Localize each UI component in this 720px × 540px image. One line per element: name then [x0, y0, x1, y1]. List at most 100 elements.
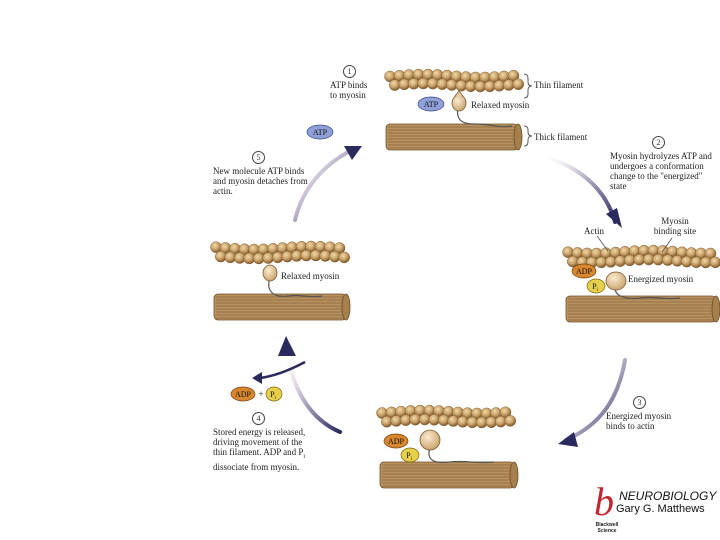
adp-molecule-released [230, 386, 256, 402]
thick-filament-body [379, 461, 515, 489]
atp-molecule-step5 [306, 124, 334, 140]
binding-site-pointer-line [661, 237, 673, 253]
step-4-caption: Stored energy is released, driving movem… [213, 427, 305, 472]
arrow-head-step5 [344, 146, 362, 160]
step-3-number: 3 [633, 396, 646, 409]
step-3-line-2: binds to actin [606, 421, 655, 431]
step-1-number: 1 [343, 65, 356, 78]
atp-molecule-top [417, 96, 445, 112]
step-1-caption: ATP binds to myosin [330, 80, 367, 100]
right-thin-filament [562, 244, 720, 269]
step-2-number: 2 [652, 136, 665, 149]
top-myosin-tail [456, 107, 513, 128]
thick-filament-label: Thick filament [534, 132, 588, 142]
relaxed-myosin-label-top: Relaxed myosin [471, 100, 530, 110]
actin-pointer-line [596, 235, 609, 252]
step-2-caption: Myosin hydrolyzes ATP and undergoes a co… [610, 151, 720, 191]
top-myosin-head-stem [454, 90, 464, 97]
arrow-step4-to-step5 [293, 148, 354, 222]
arrow-head-step3 [558, 432, 578, 447]
relaxed-myosin-label-left: Relaxed myosin [281, 271, 340, 281]
arrow-release-products [259, 360, 306, 380]
top-thin-filament [384, 68, 524, 93]
thick-filament-end [711, 295, 720, 323]
actin-bead [504, 415, 516, 427]
step-3-caption: Energized myosin binds to actin [606, 411, 671, 431]
atp-label-top: ATP [424, 100, 439, 109]
arrow-step1-to-step2 [536, 153, 617, 224]
top-thick-filament [385, 123, 523, 151]
thin-filament-label: Thin filament [534, 80, 584, 90]
step-5-line-3: actin. [213, 186, 233, 196]
step-3-line-1: Energized myosin [606, 411, 672, 421]
step-1-line-1: ATP binds [330, 80, 368, 90]
bottom-myosin-tail [428, 447, 495, 464]
actin-bead [704, 247, 717, 260]
step-4-line-4: dissociate from myosin. [213, 461, 300, 472]
publisher-name: Blackwell Science [592, 522, 622, 534]
step-2-line-1: Myosin hydrolyzes ATP and [610, 151, 712, 161]
right-myosin-tail [614, 281, 681, 300]
step-2-line-3: change to the "energized" state [610, 171, 703, 191]
adp-label-right: ADP [576, 267, 593, 276]
adp-molecule-bottom [383, 433, 409, 449]
actin-label: Actin [584, 226, 604, 236]
bottom-myosin-head [419, 429, 441, 451]
energized-myosin-label: Energized myosin [628, 274, 694, 284]
book-title: NEUROBIOLOGY [619, 489, 717, 503]
left-thick-filament [213, 293, 351, 321]
arrow-step3-to-step4 [284, 344, 342, 434]
step-4-line-1: Stored energy is released, [213, 427, 306, 437]
right-myosin-head [605, 271, 627, 291]
thick-filament-body [385, 123, 519, 151]
arrow-head-step4 [278, 336, 296, 356]
step-4-number: 4 [252, 412, 265, 425]
thin-filament-bracket [523, 73, 533, 99]
pi-molecule-right [586, 278, 606, 294]
pi-label-bottom: Pi [406, 451, 412, 462]
publisher-line-2: Science [597, 528, 617, 534]
actin-bead [512, 78, 524, 91]
plus-sign: + [258, 389, 263, 399]
atp-label-step5: ATP [313, 128, 328, 137]
thick-filament-end [341, 293, 351, 321]
publisher-line-1: Blackwell [595, 522, 619, 528]
pi-molecule-bottom [400, 447, 420, 463]
step-5-line-1: New molecule ATP binds [213, 166, 305, 176]
adp-label-released: ADP [235, 390, 252, 399]
binding-site-line-1: Myosin [661, 216, 689, 226]
publisher-logo-letter: b [594, 479, 614, 524]
left-myosin-tail [268, 277, 323, 298]
thick-filament-end [509, 461, 519, 489]
step-1-line-2: to myosin [330, 90, 366, 100]
thick-filament-bracket [523, 125, 533, 147]
adp-molecule-right [571, 263, 597, 279]
actin-bead [709, 256, 720, 269]
arrow-head-step2 [606, 208, 622, 228]
pi-label-released: Pi [270, 390, 276, 401]
step-5-caption: New molecule ATP binds and myosin detach… [213, 166, 308, 196]
bottom-thick-filament [379, 461, 519, 489]
adp-label-bottom: ADP [388, 437, 405, 446]
step-5-line-2: and myosin detaches from [213, 176, 308, 186]
thick-filament-body [213, 293, 347, 321]
step-4-line-2: driving movement of the [213, 437, 303, 447]
myosin-binding-site-label: Myosin binding site [645, 216, 705, 236]
left-thin-filament [210, 240, 350, 265]
thick-filament-end [513, 123, 523, 151]
step-2-line-2: undergoes a conformation [610, 161, 704, 171]
arrow-head-release [252, 372, 262, 384]
step-5-number: 5 [252, 151, 265, 164]
actin-bead [338, 251, 350, 264]
step-4-line-3: thin filament. ADP and Pi [213, 447, 306, 460]
binding-site-line-2: binding site [653, 226, 697, 236]
right-thick-filament [565, 295, 720, 323]
bottom-thin-filament [376, 404, 516, 429]
book-author: Gary G. Matthews [616, 503, 705, 515]
thick-filament-body [565, 295, 717, 323]
pi-molecule-released [265, 386, 283, 402]
left-myosin-head [262, 264, 278, 282]
top-myosin-head [451, 94, 467, 112]
arrow-step2-to-step3 [564, 358, 627, 442]
